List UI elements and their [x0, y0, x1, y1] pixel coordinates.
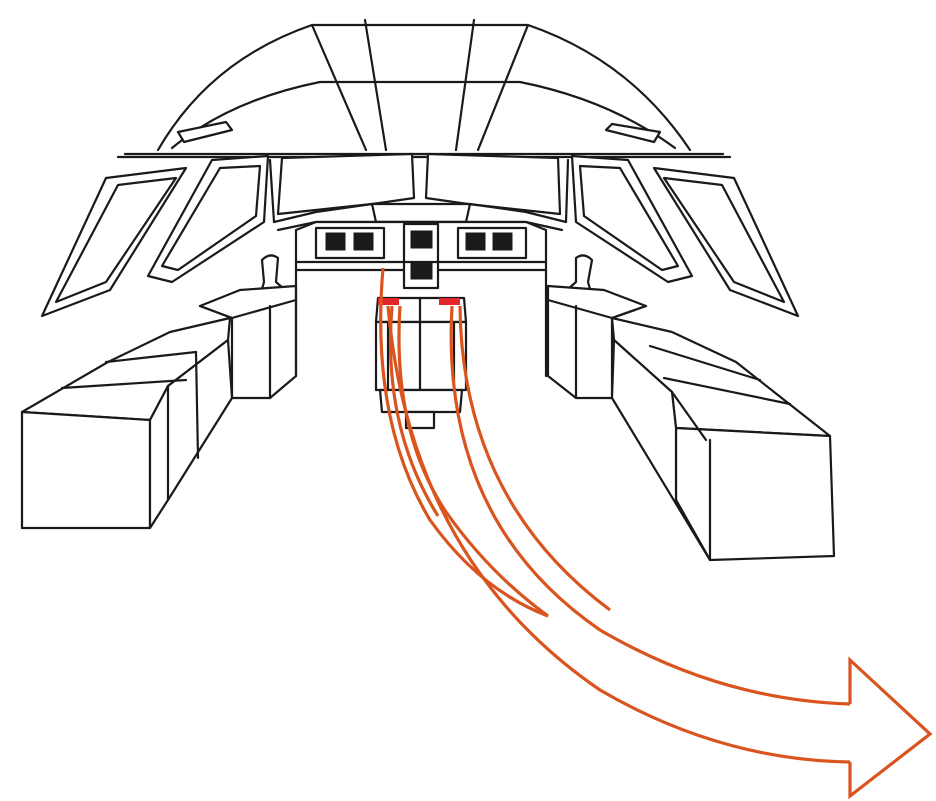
- windshield-post-left-outer: [312, 25, 366, 150]
- display-screen-5: [466, 233, 485, 250]
- display-screen-6: [493, 233, 512, 250]
- display-screen-4: [411, 262, 432, 279]
- side-console-right: [548, 286, 834, 560]
- flow-arrow-head: [850, 660, 930, 796]
- windshield-post-left-inner: [365, 20, 386, 150]
- instrument-panel: [296, 222, 546, 288]
- left-console-front: [22, 412, 150, 528]
- windshield-post-right-inner: [456, 20, 474, 150]
- glareshield-center-hood: [372, 204, 470, 222]
- front-pane-left-outer-edge: [270, 160, 274, 222]
- windshield-post-right-outer: [478, 25, 528, 150]
- overhead-light-right: [606, 124, 660, 142]
- display-screen-3: [411, 231, 432, 248]
- display-screen-1: [326, 233, 345, 250]
- side-window-left-far-inner: [56, 178, 176, 302]
- canopy-inner-arc: [172, 82, 675, 148]
- air-outlet-right: [439, 298, 460, 305]
- side-window-right-far-inner: [664, 178, 784, 302]
- pedestal-lower: [380, 390, 462, 412]
- canopy-frame: [118, 20, 730, 157]
- display-screen-2: [354, 233, 373, 250]
- front-pane-right-outer-edge: [566, 160, 568, 222]
- side-console-left: [22, 286, 296, 528]
